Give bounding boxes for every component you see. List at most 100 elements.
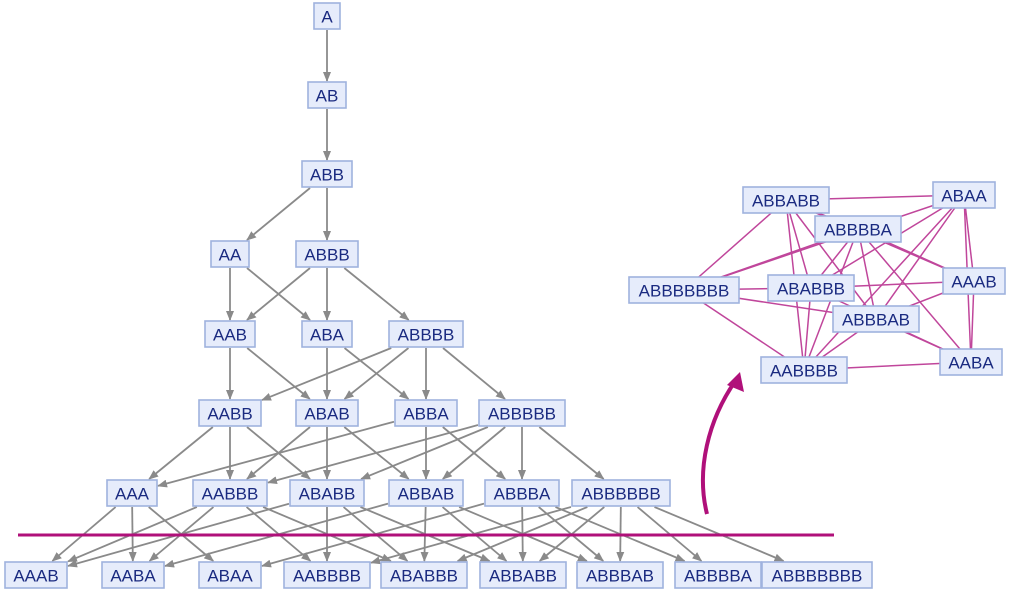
tree-node-aba: ABA [301, 320, 353, 348]
tree-node-label: ABBBBBB [581, 485, 660, 504]
tree-edge-abbb-abbbb [343, 267, 410, 321]
tree-node-label: ABABB [299, 485, 356, 504]
tree-node-ababb: ABABB [289, 479, 365, 507]
tree-node-label: ABBABB [489, 567, 557, 586]
tree-node-abba: ABBA [394, 399, 458, 427]
tree-node-box [576, 561, 664, 589]
tree-node-abbabb: ABBABB [479, 561, 567, 589]
tree-node-label: ABBBBA [684, 567, 753, 586]
tree-node-abbbab: ABBBAB [576, 561, 664, 589]
tree-edge-abbbbb-abbab [442, 426, 506, 480]
tree-edge-aab-abab [246, 347, 311, 400]
graph-node-box [832, 305, 920, 333]
graph-node-box [939, 348, 1003, 376]
tree-node-label: AAB [213, 326, 247, 345]
graph-node-label: AABA [948, 354, 994, 373]
tree-node-box [571, 479, 671, 507]
graph-node-abbbba: ABBBBA [814, 215, 902, 243]
tree-node-abab: ABAB [295, 399, 359, 427]
tree-node-box [289, 479, 365, 507]
tree-node-box [204, 320, 256, 348]
graph-node-box [628, 276, 740, 304]
tree-node-box [388, 479, 464, 507]
graph-edge-abaa-aaab [963, 194, 975, 282]
tree-node-box [4, 561, 68, 589]
tree-node-label: ABBBAB [586, 567, 654, 586]
tree-edge-abb-aa [246, 187, 311, 241]
tree-edge-abbbbb-abbbbbb [538, 426, 605, 480]
graph-edge-abbabb-abbbab [785, 199, 877, 320]
tree-node-box [478, 399, 566, 427]
graph-node-box [760, 356, 848, 384]
tree-node-box [198, 399, 262, 427]
tree-edge-abbbbb-aabbb [267, 424, 479, 485]
tree-node-box [674, 561, 762, 589]
tree-node-aab: AAB [204, 320, 256, 348]
graph-node-box [814, 215, 902, 243]
tree-edge-abba-aaa [157, 420, 395, 488]
tree-node-label: A [321, 8, 333, 27]
tree-node-label: ABBB [304, 246, 349, 265]
tree-node-box [388, 320, 464, 348]
tree-node-box [307, 81, 347, 109]
graph-node-abaa: ABAA [932, 181, 996, 209]
graph-node-label: AAAB [951, 273, 996, 292]
graph-node-label: AABBBB [770, 362, 838, 381]
graph-edge-abbbba-abbbab [857, 228, 877, 320]
tree-node-label: AABB [207, 405, 252, 424]
tree-node-label: ABBA [403, 405, 449, 424]
tree-node-label: AB [316, 87, 339, 106]
graph-node-aabbbb: AABBBB [760, 356, 848, 384]
tree-node-box [301, 160, 353, 188]
tree-node-abb: ABB [301, 160, 353, 188]
tree-node-label: ABBBBB [488, 405, 556, 424]
graph-node-ababbb: ABABBB [767, 274, 855, 302]
tree-node-box [295, 240, 359, 268]
tree-node-box [210, 240, 250, 268]
graph-node-label: ABBBBA [824, 221, 893, 240]
tree-node-box [313, 2, 341, 30]
tree-node-label: AABA [110, 567, 156, 586]
tree-node-label: ABABBB [390, 567, 458, 586]
tree-node-abbbbbb: ABBBBBB [571, 479, 671, 507]
tree-node-abbbbb: ABBBBB [478, 399, 566, 427]
graph-nodes: ABBABB ABAA ABBBBA ABBBBBBB ABABBB AAAB ABBBAB… [628, 181, 1006, 384]
graph-edge-abaa-aabbbb [803, 194, 965, 371]
tree-node-aabbbb: AABBBB [283, 561, 371, 589]
tree-node-ababbb: ABABBB [380, 561, 468, 589]
tree-node-abaa: ABAA [198, 561, 262, 589]
tree-node-label: ABAB [304, 405, 349, 424]
tree-edge-abbbb-abab [343, 347, 410, 400]
graph-edge-abbbba-aaba [857, 228, 972, 363]
tree-node-label: AAA [115, 485, 150, 504]
graph-node-aaba: AABA [939, 348, 1003, 376]
tree-node-abbba: ABBBA [484, 479, 560, 507]
graph-node-label: ABAA [941, 187, 987, 206]
curved-arrow-head [727, 372, 744, 392]
tree-node-label: ABBAB [398, 485, 455, 504]
tree-node-abbbb: ABBBB [388, 320, 464, 348]
graph-node-aaab: AAAB [942, 267, 1006, 295]
graph-node-abbbbbbb: ABBBBBBB [628, 276, 740, 304]
tree-edge-abbbbb-ababb [360, 426, 489, 480]
graph-node-box [742, 186, 830, 214]
tree-node-box [301, 320, 353, 348]
tree-node-label: AABBB [202, 485, 259, 504]
tree-node-box [394, 399, 458, 427]
tree-node-abbbba: ABBBBA [674, 561, 762, 589]
graph-edge-abbabb-ababbb [785, 199, 812, 289]
tree-node-box [479, 561, 567, 589]
tree-node-aabb: AABB [198, 399, 262, 427]
graph-node-abbabb: ABBABB [742, 186, 830, 214]
tree-node-box [198, 561, 262, 589]
graph-node-abbbab: ABBBAB [832, 305, 920, 333]
tree-node-label: AA [219, 246, 242, 265]
tree-node-box [484, 479, 560, 507]
tree-node-abbbbbbb: ABBBBBBB [761, 561, 873, 589]
tree-node-label: ABAA [207, 567, 253, 586]
tree-edge-aabb-aaa [148, 426, 214, 480]
tree-edge-abbbb-abbbbb [442, 347, 506, 400]
tree-node-aaa: AAA [106, 479, 158, 507]
graph-node-label: ABABBB [777, 280, 845, 299]
